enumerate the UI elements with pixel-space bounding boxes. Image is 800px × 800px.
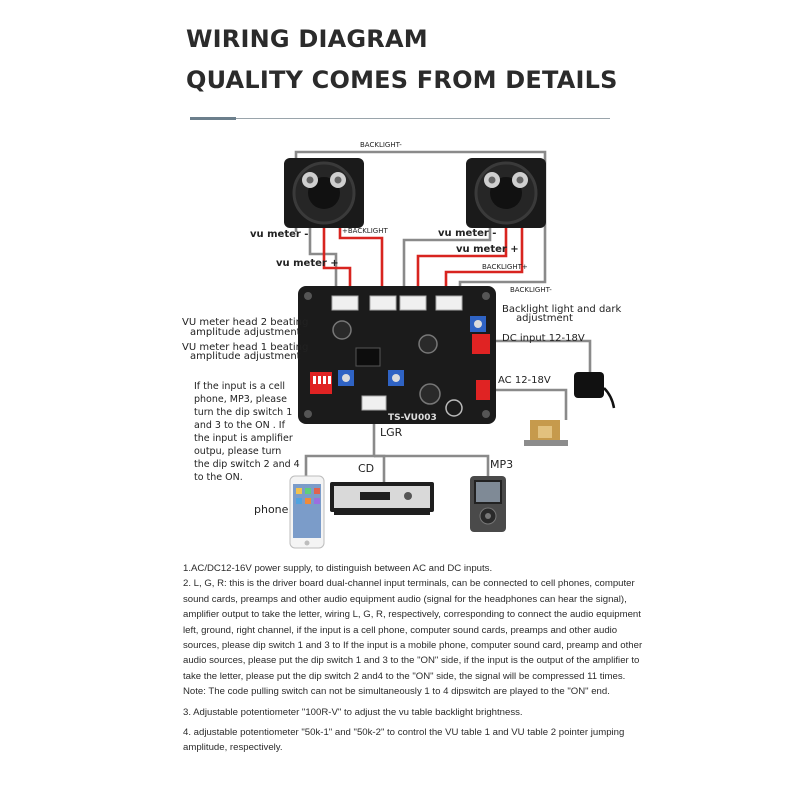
dip-note-line: to the ON. <box>194 472 243 483</box>
wire-right-vu-plus <box>416 222 508 300</box>
vu-meter-left <box>284 158 364 228</box>
note-2: 2. L, G, R: this is the driver board dua… <box>183 578 643 682</box>
dip-note-line: If the input is a cell <box>194 381 285 392</box>
wire-ac-input <box>490 388 568 420</box>
label-backlight-light-dark-2: adjustment <box>516 313 573 324</box>
label-ac-input: AC 12-18V <box>498 375 551 386</box>
label-backlight-light-dark-1: Backlight light and dark <box>502 304 622 315</box>
dip-note-line: outpu, please turn <box>194 446 281 457</box>
label-vu-head1-1: VU meter head 1 beating <box>182 342 308 353</box>
header-ac-input <box>476 380 490 400</box>
connector-left-vu <box>331 295 359 311</box>
connector-right-vu <box>399 295 427 311</box>
dip-note-line: and 3 to the ON . If <box>194 420 286 431</box>
label-vu-head1-2: amplitude adjustment <box>190 351 301 362</box>
wire-left-vu-plus <box>322 222 352 300</box>
phone-device <box>289 475 325 549</box>
ic-chip <box>355 347 381 367</box>
note-caution: Note: The code pulling switch can not be… <box>183 686 610 698</box>
capacitor <box>332 320 352 340</box>
wire-lgr-cd <box>374 454 386 482</box>
board-marking: TS-VU003 <box>388 413 437 423</box>
label-vu-meter-plus-left: vu meter + <box>276 258 339 269</box>
label-vu-meter-minus-right: vu meter - <box>438 228 496 239</box>
label-vu-meter-plus-right: vu meter + <box>456 244 519 255</box>
note-3: 3. Adjustable potentiometer "100R-V" to … <box>183 706 523 718</box>
connector-lgr <box>361 395 387 411</box>
mp3-player <box>470 476 506 532</box>
label-backlight-minus-top: BACKLIGHT- <box>360 141 402 149</box>
label-vu-head2-2: amplitude adjustment <box>190 327 301 338</box>
label-lgr: LGR <box>380 426 403 439</box>
label-vu-head2-1: VU meter head 2 beating <box>182 317 308 328</box>
dip-note-line: turn the dip switch 1 <box>194 407 292 418</box>
wiring-diagram: TS-VU003 BACKLIG <box>182 141 622 549</box>
dip-note-line: the dip switch 2 and 4 <box>194 459 300 470</box>
dc-adapter <box>574 372 616 409</box>
note-4: 4. adjustable potentiometer "50k-1" and … <box>183 727 625 754</box>
wire-lgr-mp3 <box>374 454 490 476</box>
note-1: 1.AC/DC12-16V power supply, to distingui… <box>183 563 493 574</box>
wire-left-backlight-plus <box>338 222 384 300</box>
diagram-labels: BACKLIGHT- vu meter - +BACKLIGHT vu mete… <box>182 141 622 516</box>
capacitor <box>419 383 441 405</box>
dip-note-line: phone, MP3, please <box>194 394 287 405</box>
dip-note-line: the input is amplifier <box>194 433 293 444</box>
divider-line <box>190 118 610 119</box>
label-cd: CD <box>358 462 374 475</box>
ac-transformer <box>524 420 568 446</box>
wire-right-vu-minus <box>402 222 492 300</box>
label-plus-backlight: +BACKLIGHT <box>342 227 388 235</box>
wire-dc-input <box>490 339 592 372</box>
instructions-text: 1.AC/DC12-16V power supply, to distingui… <box>183 561 653 756</box>
connector-right-backlight <box>435 295 463 311</box>
cd-player <box>330 482 434 515</box>
heading-quality: QUALITY COMES FROM DETAILS <box>186 66 618 94</box>
heading-wiring-diagram: WIRING DIAGRAM <box>186 25 428 53</box>
connector-left-backlight <box>369 295 397 311</box>
wire-lgr-trunk <box>304 412 376 476</box>
driver-board: TS-VU003 <box>298 286 496 424</box>
label-backlight-plus-right: BACKLIGHT+ <box>482 263 528 271</box>
header-dc-input <box>472 334 490 354</box>
board-logo <box>445 399 463 417</box>
label-mp3: MP3 <box>490 458 513 471</box>
divider-accent <box>190 117 236 120</box>
vu-meter-right <box>466 158 546 228</box>
capacitor <box>418 334 438 354</box>
label-vu-meter-minus-left: vu meter - <box>250 229 308 240</box>
label-phone: phone <box>254 503 289 516</box>
label-dc-input: DC input 12-18V <box>502 333 585 344</box>
dip-switch-note: If the input is a cell phone, MP3, pleas… <box>194 381 300 483</box>
label-backlight-minus-right: BACKLIGHT- <box>510 286 552 294</box>
